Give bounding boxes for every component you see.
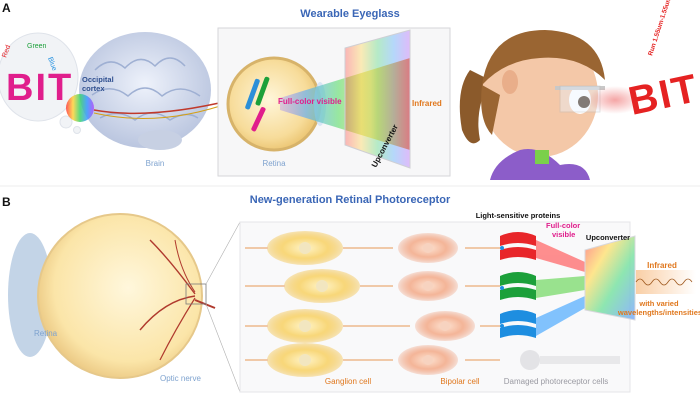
occipital-line-1: Occipital [82, 75, 114, 84]
protein-green [500, 272, 536, 300]
infrared-beam [636, 270, 696, 294]
ganglion-cells [267, 231, 360, 377]
full-color-line-2: visible [552, 230, 575, 239]
bit-sign: BIT Run 1.55um-1.55um [587, 0, 700, 124]
sign-bit-word: BIT [625, 66, 700, 124]
occipital-highlight [66, 94, 94, 122]
protein-red [500, 232, 536, 260]
panel-b-title: New-generation Retinal Photoreceptor [250, 194, 451, 206]
panel-a-letter: A [2, 1, 11, 15]
girl-illustration [459, 30, 605, 180]
upconverter-panel-a [345, 30, 410, 168]
sign-small-text: Run 1.55um-1.55um [647, 0, 673, 57]
full-color-label-b: Full-color visible [546, 221, 582, 239]
protein-blue [500, 310, 536, 338]
thought-bubble: Red Green Blue BIT [0, 32, 81, 134]
full-color-label-a: Full-color visible [278, 97, 342, 106]
retina-label-a: Retina [262, 159, 286, 168]
bubble-blue-label: Blue [46, 56, 57, 72]
varied-line-1: with varied [638, 299, 679, 308]
big-eyeball [8, 213, 241, 393]
full-color-line-1: Full-color [546, 221, 580, 230]
damaged-cell-body [540, 356, 620, 364]
infrared-wave [635, 278, 693, 286]
infrared-label-b: Infrared [647, 261, 677, 270]
light-sensitive-label: Light-sensitive proteins [476, 211, 561, 220]
bubble-red-label: Red [1, 44, 12, 59]
bubble-green-label: Green [27, 43, 47, 50]
bipolar-cells [398, 233, 475, 375]
cell-connections [245, 247, 500, 361]
light-beams-b [536, 240, 585, 336]
brain-label: Brain [146, 159, 165, 168]
bipolar-cell-label: Bipolar cell [440, 377, 479, 386]
panel-a-title: Wearable Eyeglass [300, 8, 399, 20]
panel-b-letter: B [2, 195, 11, 209]
zoom-region-box [185, 283, 207, 305]
damaged-cell [520, 350, 540, 370]
upconverter-panel-b [585, 236, 635, 320]
brain-illustration [66, 32, 233, 150]
bubble-bit-word: BIT [6, 67, 73, 109]
occipital-line-2: cortex [82, 84, 105, 93]
varied-line-2: wavelengths/intensities [617, 308, 700, 317]
ganglion-cell-label: Ganglion cell [325, 377, 371, 386]
varied-label: with varied wavelengths/intensities [617, 299, 700, 317]
infrared-label-a: Infrared [412, 99, 442, 108]
optic-nerve-label: Optic nerve [160, 374, 201, 383]
damaged-cells-label: Damaged photoreceptor cells [504, 377, 609, 386]
upconverter-label-b: Upconverter [586, 233, 630, 242]
retina-label-b: Retina [34, 329, 58, 338]
occipital-cortex-label: Occipital cortex [82, 75, 116, 93]
